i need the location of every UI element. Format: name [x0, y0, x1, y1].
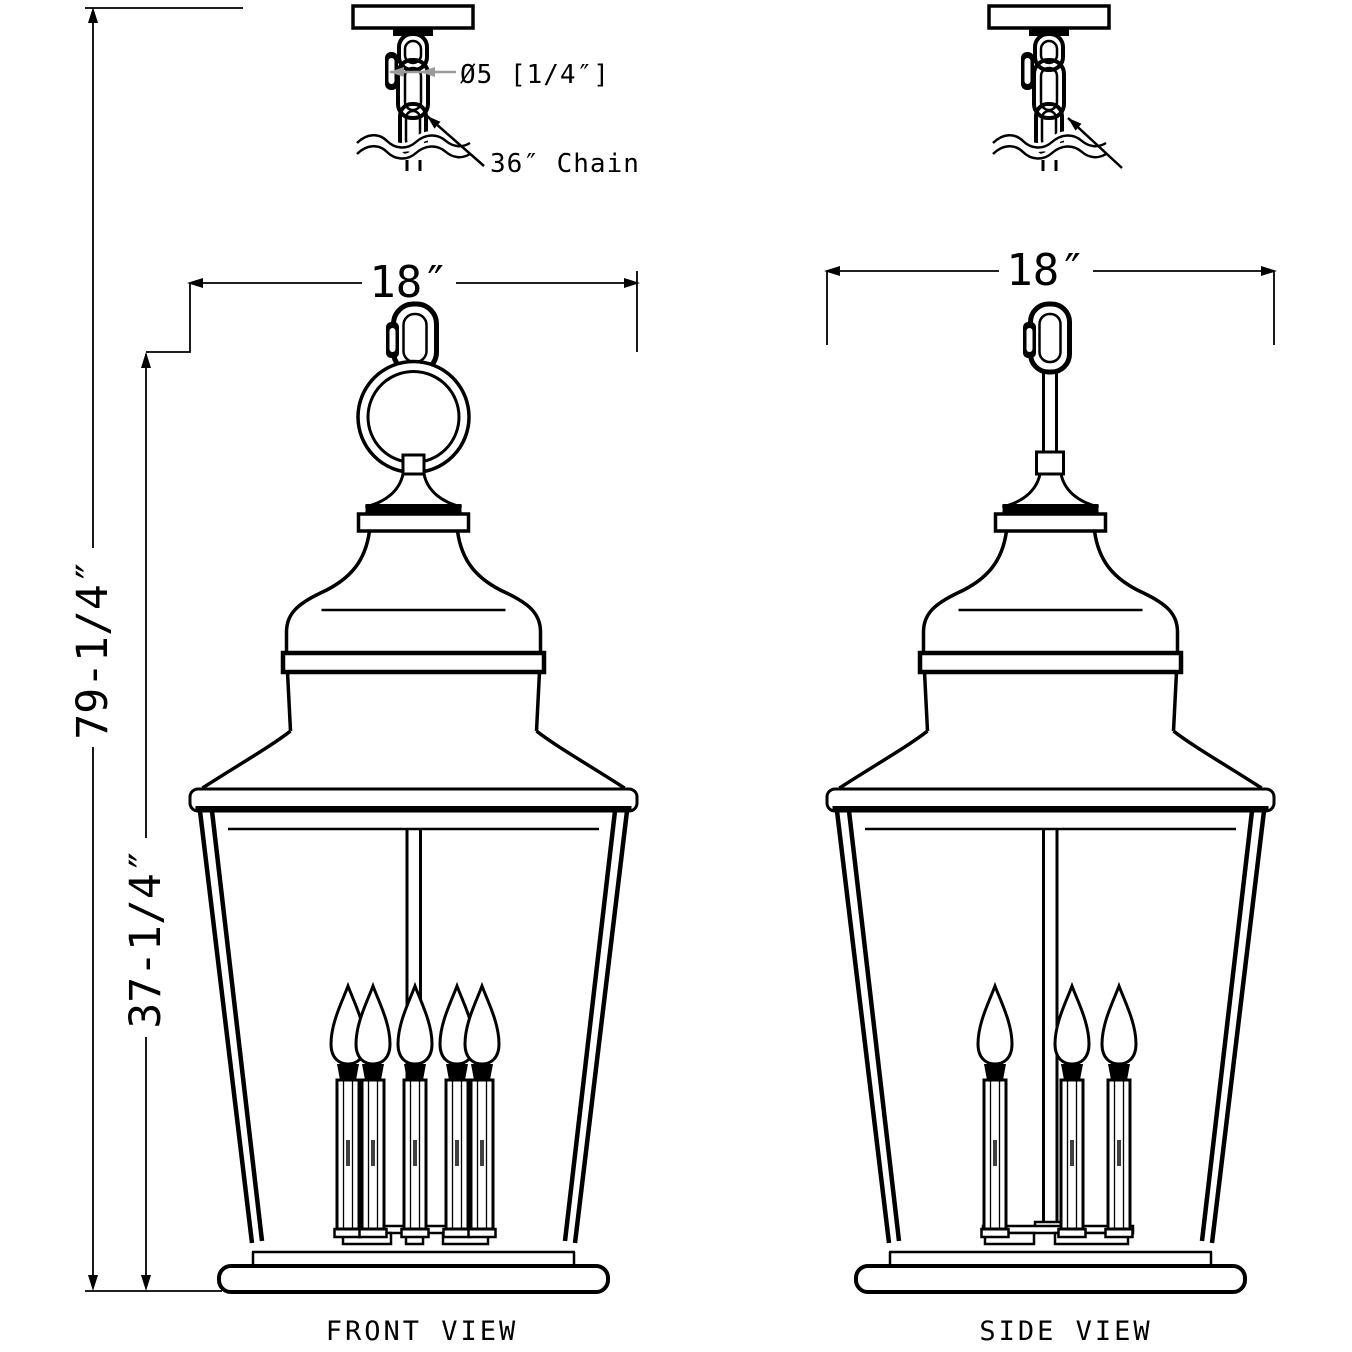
overall-height-dimension: 79-1/4″ — [68, 558, 118, 739]
candle — [463, 984, 501, 1239]
arrowhead-right-icon — [1261, 266, 1277, 276]
chain-diameter-callout: Ø5 [1/4″] — [460, 60, 610, 90]
candle — [354, 984, 392, 1239]
chain-length-leader — [426, 115, 485, 167]
arrowhead-left-icon — [824, 266, 840, 276]
candle — [976, 984, 1014, 1239]
candle — [1053, 984, 1091, 1239]
lantern-body — [827, 474, 1274, 1292]
arrowhead-icon — [427, 116, 441, 129]
front-view-drawing: Ø5 [1/4″] 36″ Chain 18″ — [146, 6, 640, 1347]
arrowhead-left-icon — [187, 278, 203, 288]
lantern-height-dimension: 37-1/4″ — [121, 847, 171, 1028]
chain-leader — [1067, 117, 1123, 169]
ceiling-canopy-chain-detail — [353, 6, 473, 171]
arrowhead-icon — [1068, 118, 1082, 131]
arrowhead-left-icon — [389, 67, 404, 77]
front-view-caption: FRONT VIEW — [326, 1316, 519, 1347]
dimension-overall-height: 79-1/4″ — [68, 7, 243, 1292]
dimension-lantern-height: 37-1/4″ — [121, 352, 171, 1291]
arrowhead-right-icon — [624, 278, 640, 288]
dimension-side-width: 18″ — [824, 245, 1277, 345]
side-view-caption: SIDE VIEW — [979, 1316, 1152, 1347]
candle — [396, 984, 434, 1239]
dimension-front-width: 18″ — [146, 257, 640, 353]
ring-edge-rod — [1042, 370, 1058, 455]
arrowhead-up-icon — [141, 352, 151, 368]
arrowhead-down-icon — [141, 1275, 151, 1291]
arrowhead-down-icon — [88, 1275, 98, 1291]
quick-link — [1023, 301, 1072, 375]
chain-diameter-leader — [389, 67, 456, 77]
chain-length-callout: 36″ Chain — [490, 149, 640, 179]
ring-connector — [1035, 450, 1065, 476]
candle — [1100, 984, 1138, 1239]
arrowhead-up-icon — [88, 7, 98, 23]
side-width-dimension: 18″ — [1006, 245, 1085, 296]
arrowhead-left-icon — [420, 67, 435, 77]
front-width-dimension: 18″ — [369, 257, 448, 308]
side-view-drawing: 18″ SIDE VIEW — [824, 6, 1277, 1347]
ceiling-canopy-chain-detail — [989, 6, 1109, 171]
center-stem — [1042, 829, 1059, 1228]
